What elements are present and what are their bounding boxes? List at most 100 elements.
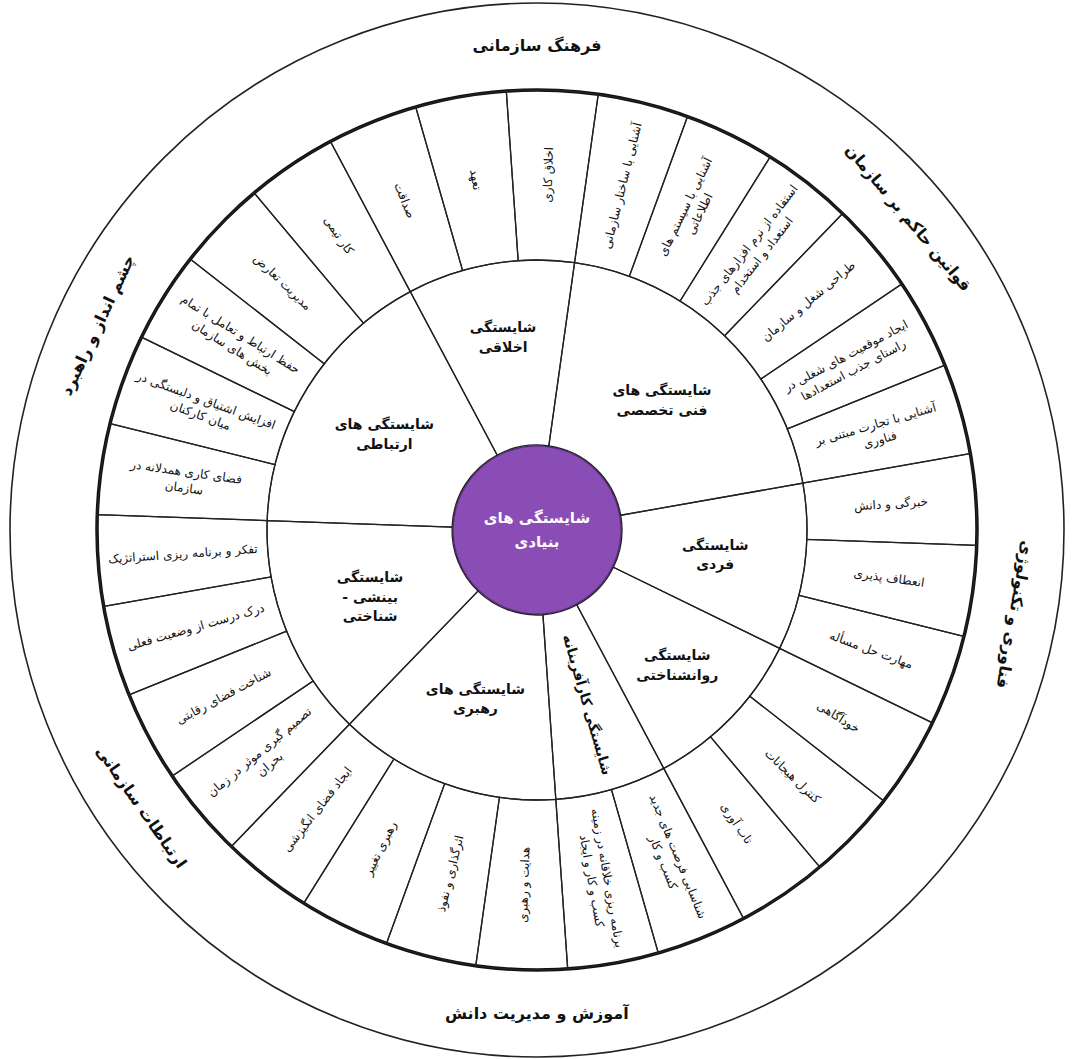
item-label: اثرگذاری و نفوذ — [425, 800, 476, 949]
outer-ring-label-holder: آموزش و مدیریت دانش — [445, 1004, 629, 1025]
sector-shape — [556, 790, 658, 969]
item-label-holder: افزایش اشتیاق و دلبستگی در میان کارکنان — [128, 368, 280, 449]
sector-shape — [410, 260, 574, 455]
item-label-holder: هدایت و رهبری — [514, 809, 535, 959]
center-circle-shape — [452, 445, 622, 615]
item-label: حفظ ارتباط و تعامل با تمام بخش های سازما… — [164, 289, 308, 395]
outer-ring-label: فرهنگ سازمانی — [473, 36, 602, 57]
outer-ring-label: فناوری و تکنولوژی — [990, 538, 1036, 689]
item-label: کنترل هیجانات — [733, 719, 852, 834]
item-label: شناخت فضای رقابتی — [154, 654, 294, 738]
item-label: آشنایی با تجارت مبتنی بر فناوری — [802, 397, 955, 468]
item-label-holder: تفکر و برنامه ریزی استراتژیک — [107, 542, 258, 568]
sector-shape — [577, 567, 780, 768]
item-label: تفکر و برنامه ریزی استراتژیک — [107, 542, 258, 568]
center-disc — [453, 446, 621, 614]
item-label-holder: مهارت حل مسأله — [797, 618, 943, 684]
outer-ring-label-holder: ارتباطات سازمانی — [90, 742, 190, 873]
item-label: تصمیم گیری موثر در زمان بحران — [198, 698, 333, 818]
outer-ring-label: ارتباطات سازمانی — [90, 742, 190, 873]
sector-shape — [97, 424, 275, 521]
item-label: صداقت — [369, 128, 440, 273]
item-label-holder: تاب آوری — [687, 758, 784, 891]
item-label: ایجاد موقعیت های شغلی در راستای جذب استع… — [777, 314, 924, 412]
item-label-holder: ایجاد موقعیت های شغلی در راستای جذب استع… — [777, 314, 924, 412]
item-label-holder: آشنایی با تجارت مبتنی بر فناوری — [802, 397, 955, 468]
sector-shape — [416, 91, 518, 270]
outer-ring-label: چشم انداز و راهبرد — [57, 252, 140, 399]
center-title: شایستگی های بنیادی — [477, 506, 597, 554]
item-label: افزایش اشتیاق و دلبستگی در میان کارکنان — [128, 368, 280, 449]
item-label: مدیریت تعارض — [222, 225, 341, 340]
item-label: اخلاق کاری — [539, 100, 560, 250]
item-label: تعهد — [455, 105, 496, 255]
sector-shape — [190, 193, 363, 364]
sector-shape — [787, 365, 970, 483]
category-label: شایستگی اخلاقی — [453, 318, 553, 357]
sector-shape — [97, 515, 271, 607]
item-label: هدایت و رهبری — [514, 809, 535, 959]
category-label: شایستگی فردی — [665, 536, 765, 575]
item-label: فضای کاری همدلانه در سازمان — [109, 455, 262, 507]
item-label: تاب آوری — [687, 758, 784, 891]
sector-shape — [142, 259, 325, 412]
category-label-holder: شایستگی بینشی - شناختی — [320, 568, 420, 627]
center-title-holder: شایستگی های بنیادی — [477, 506, 597, 554]
item-label-holder: شناسایی فرصت های جدید کسب و کار — [627, 784, 712, 935]
sector-shape — [267, 292, 497, 527]
category-label: شایستگی های رهبری — [425, 680, 525, 719]
item-label-holder: مدیریت تعارض — [222, 225, 341, 340]
item-label: کار تیمی — [290, 169, 387, 302]
item-label-holder: شناخت فضای رقابتی — [154, 654, 294, 738]
item-label-holder: کنترل هیجانات — [733, 719, 852, 834]
sector-shape — [780, 595, 964, 723]
sector-shape — [129, 631, 313, 776]
sector-shape — [506, 90, 598, 263]
sector-shape — [799, 539, 977, 636]
category-label: شایستگی های ارتباطی — [334, 415, 434, 454]
sector-shape — [680, 157, 843, 336]
